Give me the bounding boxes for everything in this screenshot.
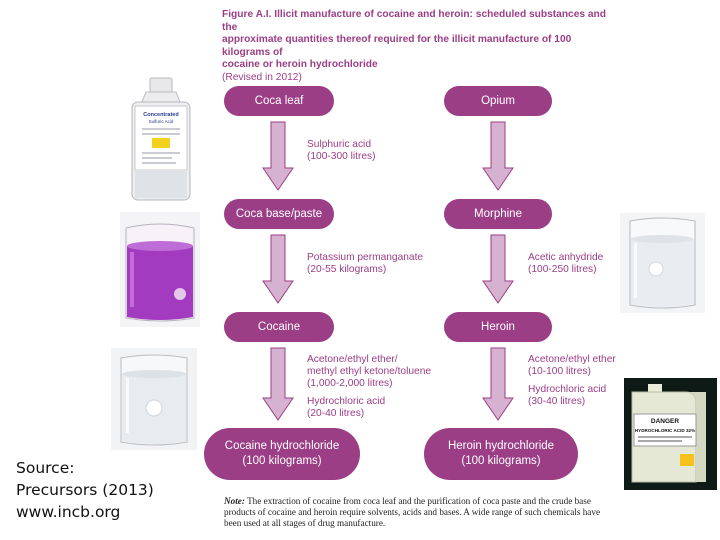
reagent-qty: (1,000-2,000 litres) [307,378,393,389]
source-line-1: Source: [16,459,75,477]
reagent-solvents-cocaine: Acetone/ethyl ether/ methyl ethyl ketone… [307,354,431,420]
reagent-sulphuric-acid: Sulphuric acid (100-300 litres) [307,139,376,163]
node-coca-leaf: Coca leaf [224,86,334,116]
reagent-name: Hydrochloric acid [528,384,607,395]
source-citation: Source: Precursors (2013) www.incb.org [16,457,154,523]
reagent-name: Acetone/ethyl ether [528,354,616,365]
arrow-base-to-cocaine [262,234,294,304]
node-morphine: Morphine [444,199,552,229]
reagent-qty: (30-40 litres) [528,396,586,407]
cocaine-hcl-qty: (100 kilograms) [242,455,322,467]
node-cocaine: Cocaine [224,312,334,342]
reagent-qty: (10-100 litres) [528,366,591,377]
sulfuric-acid-bottle-image: Concentrated Sulfuric Acid [131,77,191,201]
title-revised: (Revised in 2012) [222,71,302,83]
potassium-permanganate-beaker-image [120,212,200,327]
acetic-anhydride-beaker-image [620,213,705,313]
jerrycan-label-line-1: DANGER [651,418,679,425]
solvent-beaker-left-image [111,348,197,450]
reagent-name: methyl ethyl ketone/toluene [307,366,432,377]
cocaine-hcl-label: Cocaine hydrochloride [224,440,340,452]
arrow-heroin-to-hcl [482,347,514,421]
reagent-qty: (20-55 kilograms) [307,264,387,275]
reagent-name: Acetone/ethyl ether/ [307,354,398,365]
jerrycan-label-line-2: HYDROCHLORIC ACID 32% [635,428,695,433]
reagent-name: Potassium permanganate [307,252,424,263]
reagent-name: Sulphuric acid [307,139,371,150]
source-line-3: www.incb.org [16,503,121,521]
node-heroin: Heroin [444,312,552,342]
title-line-3: cocaine or heroin hydrochloride [222,59,378,70]
reagent-qty: (20-40 litres) [307,408,365,419]
node-cocaine-hydrochloride: Cocaine hydrochloride (100 kilograms) [204,428,360,480]
source-line-2: Precursors (2013) [16,481,154,499]
title-line-1: Figure A.I. Illicit manufacture of cocai… [222,9,606,33]
reagent-solvents-heroin: Acetone/ethyl ether (10-100 litres) Hydr… [528,354,616,408]
hydrochloric-acid-jerrycan-image: DANGER HYDROCHLORIC ACID 32% [624,378,717,490]
figure-title: Figure A.I. Illicit manufacture of cocai… [222,9,622,84]
note-label: Note: [224,496,245,506]
arrow-coca-leaf-to-base [262,121,294,191]
arrow-cocaine-to-hcl [262,347,294,421]
title-line-2: approximate quantities thereof required … [222,34,572,58]
arrow-morphine-to-heroin [482,234,514,304]
reagent-name: Acetic anhydride [528,252,604,263]
reagent-name: Hydrochloric acid [307,396,386,407]
heroin-hcl-qty: (100 kilograms) [461,455,541,467]
figure-note: Note: The extraction of cocaine from coc… [224,496,604,529]
bottle-label-line-1: Concentrated [143,112,178,118]
reagent-acetic-anhydride: Acetic anhydride (100-250 litres) [528,252,603,276]
node-heroin-hydrochloride: Heroin hydrochloride (100 kilograms) [424,428,578,480]
note-text: The extraction of cocaine from coca leaf… [224,496,601,528]
reagent-qty: (100-300 litres) [307,151,376,162]
reagent-qty: (100-250 litres) [528,264,597,275]
heroin-hcl-label: Heroin hydrochloride [447,440,555,452]
bottle-label-line-2: Sulfuric Acid [149,119,174,124]
arrow-opium-to-morphine [482,121,514,191]
node-coca-base: Coca base/paste [224,199,334,229]
node-opium: Opium [444,86,552,116]
reagent-potassium-permanganate: Potassium permanganate (20-55 kilograms) [307,252,423,276]
